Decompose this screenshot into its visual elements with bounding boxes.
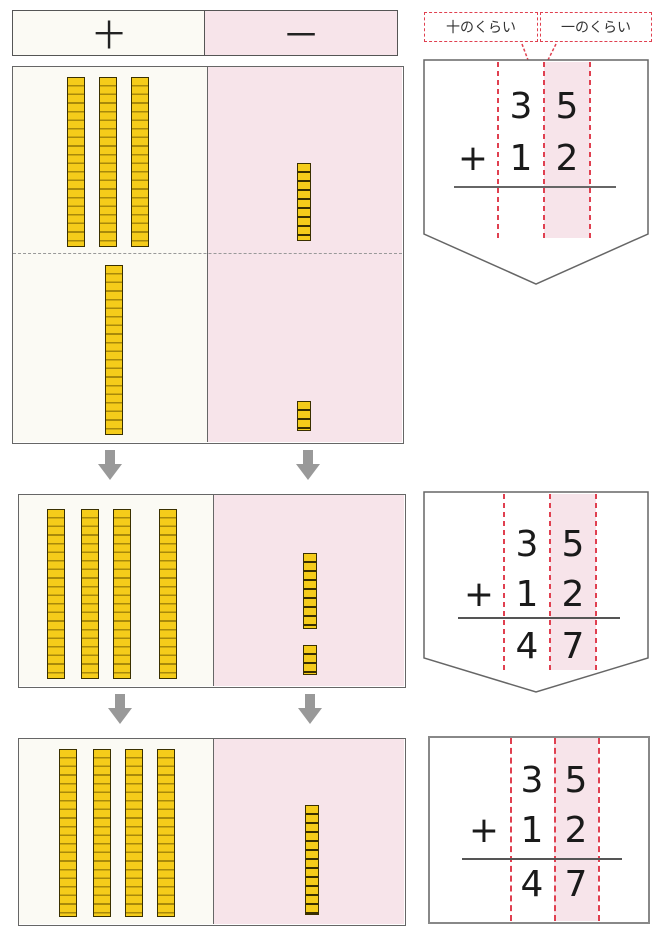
tens-header-label: 十 xyxy=(94,19,124,54)
calc2-top-ones: 5 xyxy=(561,524,585,565)
down-arrow-icon xyxy=(108,694,132,724)
calc3-result-tens: 4 xyxy=(520,864,544,905)
calc1-plus-sign: + xyxy=(457,138,489,179)
calc3-top-ones: 5 xyxy=(564,760,588,801)
ones-cubes xyxy=(303,553,317,629)
step2-panel xyxy=(18,494,406,688)
calc2-card xyxy=(423,491,649,693)
calc3-result-ones: 7 xyxy=(564,864,588,905)
calc3-bottom-ones: 2 xyxy=(564,810,588,851)
step3-panel xyxy=(18,738,406,926)
tens-header: 十 xyxy=(12,10,206,56)
ten-rod xyxy=(59,749,77,917)
tens-place-label: 十のくらい xyxy=(424,12,538,42)
ones-cubes xyxy=(297,401,311,431)
calc1-bottom-tens: 1 xyxy=(509,138,533,179)
ones-cubes xyxy=(305,805,319,915)
calc2-top-tens: 3 xyxy=(515,524,539,565)
calc3-top-tens: 3 xyxy=(520,760,544,801)
ten-rod xyxy=(99,77,117,247)
step1-ones-area xyxy=(207,67,402,442)
ten-rod xyxy=(131,77,149,247)
calc2-bottom-ones: 2 xyxy=(561,574,585,615)
down-arrow-icon xyxy=(98,450,122,480)
ten-rod xyxy=(113,509,131,679)
calc1-card xyxy=(423,43,649,285)
ten-rod xyxy=(125,749,143,917)
calc2-result-ones: 7 xyxy=(561,626,585,667)
calc3-bottom-tens: 1 xyxy=(520,810,544,851)
ten-rod xyxy=(81,509,99,679)
calc3-sum-line xyxy=(462,858,622,860)
ones-header-label: 一 xyxy=(286,19,316,54)
calc2-plus-sign: + xyxy=(463,574,495,615)
ones-cubes xyxy=(303,645,317,675)
calc1-top-ones: 5 xyxy=(555,86,579,127)
calc3-guide-line xyxy=(510,738,512,921)
ten-rod xyxy=(67,77,85,247)
ten-rod xyxy=(105,265,123,435)
calc2-result-tens: 4 xyxy=(515,626,539,667)
calc1-top-tens: 3 xyxy=(509,86,533,127)
step3-tens-area xyxy=(19,739,213,924)
calc3-ones-column xyxy=(554,738,598,921)
calc1-bottom-ones: 2 xyxy=(555,138,579,179)
ones-header: 一 xyxy=(204,10,398,56)
calc3-guide-line xyxy=(554,738,556,921)
calc2-bottom-tens: 1 xyxy=(515,574,539,615)
ones-place-label: 一のくらい xyxy=(540,12,652,42)
calc3-guide-line xyxy=(598,738,600,921)
calc3-plus-sign: + xyxy=(468,810,500,851)
step1-panel xyxy=(12,66,404,444)
down-arrow-icon xyxy=(296,450,320,480)
down-arrow-icon xyxy=(298,694,322,724)
ten-rod xyxy=(93,749,111,917)
calc3-card xyxy=(428,736,650,924)
ones-cubes xyxy=(297,163,311,241)
ten-rod xyxy=(47,509,65,679)
ten-rod xyxy=(159,509,177,679)
step1-divider xyxy=(13,253,402,254)
ten-rod xyxy=(157,749,175,917)
